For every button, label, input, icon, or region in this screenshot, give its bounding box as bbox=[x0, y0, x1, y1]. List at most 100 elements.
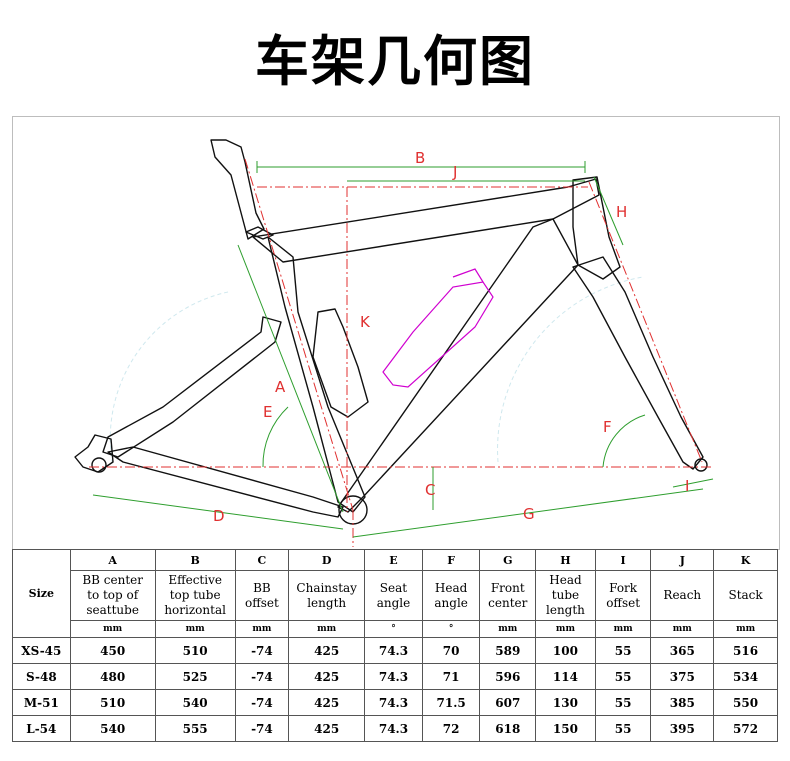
value-cell: 365 bbox=[650, 637, 715, 664]
column-unit: mm bbox=[154, 620, 236, 638]
column-label-line: BB bbox=[253, 580, 271, 595]
value-cell: 550 bbox=[713, 689, 778, 716]
dim-label-h: H bbox=[616, 203, 627, 221]
value-cell: 100 bbox=[535, 637, 596, 664]
column-label-line: Chainstay bbox=[296, 580, 357, 595]
column-letter: H bbox=[535, 549, 596, 571]
dim-label-d: D bbox=[213, 507, 225, 525]
value-cell: 589 bbox=[479, 637, 537, 664]
column-label-line: angle bbox=[376, 595, 411, 610]
value-cell: 425 bbox=[288, 689, 366, 716]
column-label-line: Seat bbox=[379, 580, 408, 595]
dim-label-c: C bbox=[425, 481, 435, 499]
value-cell: 71 bbox=[421, 663, 481, 690]
value-cell: 572 bbox=[713, 715, 778, 742]
column-label-line: top tube bbox=[169, 588, 221, 602]
value-cell: 114 bbox=[535, 663, 596, 690]
column-label-line: Stack bbox=[728, 588, 763, 602]
column-unit: mm bbox=[479, 620, 537, 638]
column-unit: mm bbox=[234, 620, 290, 638]
value-cell: 395 bbox=[650, 715, 715, 742]
column-letter: K bbox=[713, 549, 778, 571]
column-label-line: tube bbox=[551, 588, 580, 602]
dimension-letters: B J H K A E F C D G I bbox=[213, 149, 689, 525]
column-label-line: Head bbox=[434, 580, 468, 595]
value-cell: 55 bbox=[594, 663, 652, 690]
column-unit: mm bbox=[69, 620, 156, 638]
value-cell: 74.3 bbox=[364, 689, 423, 716]
column-letter: F bbox=[421, 549, 481, 571]
page-title: 车架几何图 bbox=[255, 30, 535, 93]
value-cell: 385 bbox=[650, 689, 715, 716]
frame-drawing: B J H K A E F C D G I bbox=[74, 139, 714, 547]
column-label-line: offset bbox=[245, 595, 279, 610]
column-label-line: seattube bbox=[86, 603, 139, 617]
value-cell: 425 bbox=[288, 637, 366, 664]
dim-label-j: J bbox=[452, 163, 457, 181]
column-unit: ° bbox=[364, 620, 423, 638]
column-letter: C bbox=[234, 549, 290, 571]
column-label-line: center bbox=[488, 595, 528, 610]
size-cell: S-48 bbox=[12, 663, 71, 690]
column-label-line: length bbox=[307, 595, 347, 610]
column-label-line: offset bbox=[606, 595, 641, 610]
value-cell: 55 bbox=[594, 637, 652, 664]
value-cell: 540 bbox=[69, 715, 156, 742]
column-label-line: angle bbox=[434, 595, 468, 610]
value-cell: -74 bbox=[234, 689, 290, 716]
value-cell: 607 bbox=[479, 689, 537, 716]
value-cell: 618 bbox=[479, 715, 537, 742]
water-bottle-icon bbox=[382, 268, 494, 388]
dim-label-e: E bbox=[263, 403, 272, 421]
column-label-line: Reach bbox=[663, 588, 702, 602]
value-cell: -74 bbox=[234, 715, 290, 742]
value-cell: 150 bbox=[535, 715, 596, 742]
column-label-line: Front bbox=[490, 580, 525, 595]
column-unit: mm bbox=[713, 620, 778, 638]
column-letter: B bbox=[154, 549, 236, 571]
value-cell: 55 bbox=[594, 715, 652, 742]
bike-frame-outline bbox=[74, 139, 708, 525]
column-label-line: horizontal bbox=[164, 603, 226, 617]
dim-label-f: F bbox=[603, 418, 612, 436]
column-unit: mm bbox=[288, 620, 366, 638]
column-label-line: Head bbox=[549, 573, 582, 587]
value-cell: 425 bbox=[288, 715, 366, 742]
size-cell: XS-45 bbox=[12, 637, 71, 664]
column-label-line: Effective bbox=[168, 573, 222, 587]
geometry-construction-lines bbox=[89, 158, 713, 547]
column-label-line: to top of bbox=[87, 588, 139, 602]
column-label: Reach bbox=[650, 570, 715, 621]
size-cell: L-54 bbox=[12, 715, 71, 742]
dim-label-b: B bbox=[415, 149, 425, 167]
value-cell: 510 bbox=[154, 637, 236, 664]
column-letter: I bbox=[594, 549, 652, 571]
dim-label-a: A bbox=[275, 378, 286, 396]
value-cell: 72 bbox=[421, 715, 481, 742]
column-label-line: Fork bbox=[609, 580, 638, 595]
dim-label-k: K bbox=[360, 313, 371, 331]
column-unit: mm bbox=[594, 620, 652, 638]
column-label-line: length bbox=[546, 603, 585, 617]
value-cell: -74 bbox=[234, 637, 290, 664]
column-label: Stack bbox=[713, 570, 778, 621]
value-cell: 480 bbox=[69, 663, 156, 690]
value-cell: 71.5 bbox=[421, 689, 481, 716]
column-letter: D bbox=[288, 549, 366, 571]
value-cell: 510 bbox=[69, 689, 156, 716]
value-cell: 540 bbox=[154, 689, 236, 716]
